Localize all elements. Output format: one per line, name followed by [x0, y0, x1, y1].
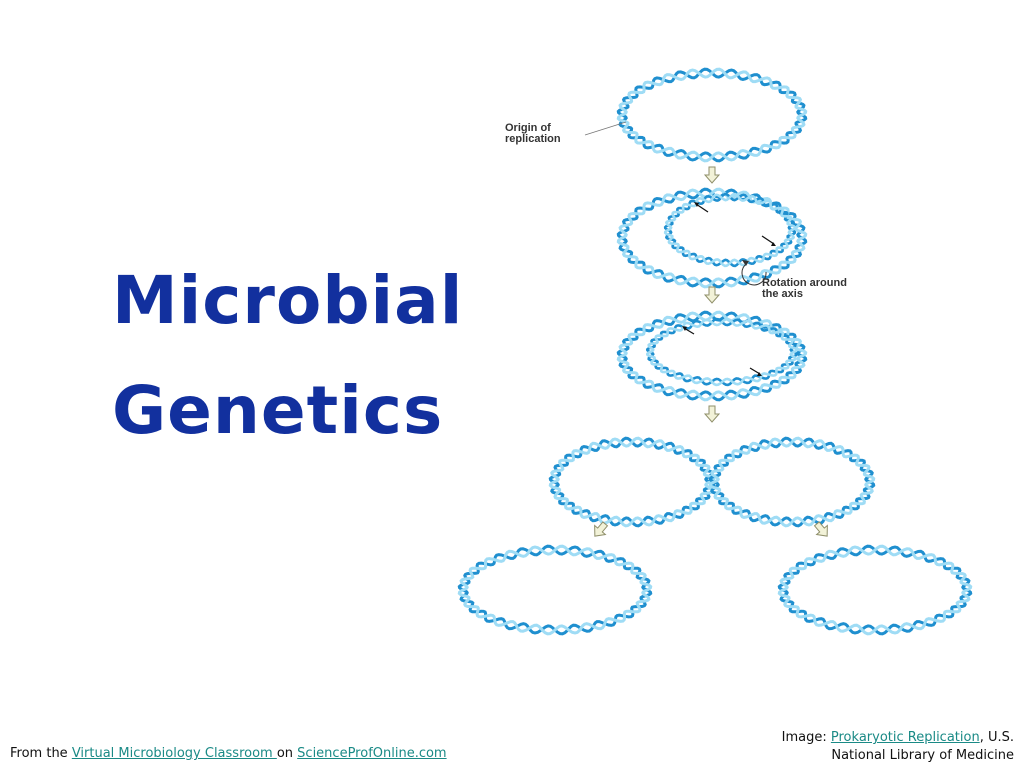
fork-arrow-1-head: [694, 202, 699, 207]
rotation-label-line-2: the axis: [762, 288, 803, 300]
rotation-label-line-1: Rotation around: [762, 277, 847, 289]
image-credit-prefix: Image:: [781, 730, 831, 745]
scienceprofonline-link[interactable]: ScienceProfOnline.com: [297, 746, 447, 761]
origin-label-line-2: replication: [505, 133, 561, 145]
down-arrow-1: [703, 166, 721, 184]
fork-arrow-4: [749, 367, 761, 375]
stage-4-joined-circles: [548, 436, 876, 528]
title-line-1: Microbial: [112, 262, 464, 339]
image-credit-line-2: National Library of Medicine: [831, 748, 1014, 763]
diagonal-arrow-left: [594, 521, 609, 537]
footer-image-credit: Image: Prokaryotic Replication, U.S. Nat…: [782, 729, 1014, 765]
stage-5-daughter-circle-right: [777, 544, 973, 636]
title-line-2: Genetics: [112, 372, 444, 449]
fork-arrow-2: [761, 235, 775, 245]
fork-arrow-4-head: [757, 372, 762, 376]
footer-left-prefix: From the: [10, 746, 72, 761]
origin-label-line-1: Origin of: [505, 122, 551, 134]
image-credit-suffix: , U.S.: [979, 730, 1014, 745]
prokaryotic-replication-link[interactable]: Prokaryotic Replication: [830, 730, 980, 745]
fork-arrow-2-head: [771, 242, 776, 246]
stage-1-circle: [616, 67, 808, 163]
stage-5-daughter-circle-left: [457, 544, 653, 636]
image-credit-line-1: Image: Prokaryotic Replication, U.S.: [782, 729, 1014, 747]
virtual-microbiology-classroom-link[interactable]: Virtual Microbiology Classroom: [71, 746, 277, 761]
rotation-arrow-head: [742, 260, 749, 266]
stage-2-replicating-circle: [616, 187, 808, 289]
down-arrow-2: [703, 286, 721, 304]
fork-arrow-1: [695, 203, 709, 213]
rotation-circle-icon: [741, 263, 767, 286]
down-arrow-3: [703, 405, 721, 423]
stage-3-theta-structure: [616, 310, 808, 402]
fork-arrow-3-head: [682, 326, 687, 331]
diagonal-arrow-right: [813, 521, 828, 537]
origin-pointer: [584, 121, 627, 136]
footer-source: From the Virtual Microbiology Classroom …: [10, 746, 447, 761]
replication-diagram: Origin of replication Rotation around th…: [450, 60, 990, 660]
slide-title: Microbial Genetics: [112, 246, 472, 466]
footer-left-middle: on: [276, 746, 298, 761]
